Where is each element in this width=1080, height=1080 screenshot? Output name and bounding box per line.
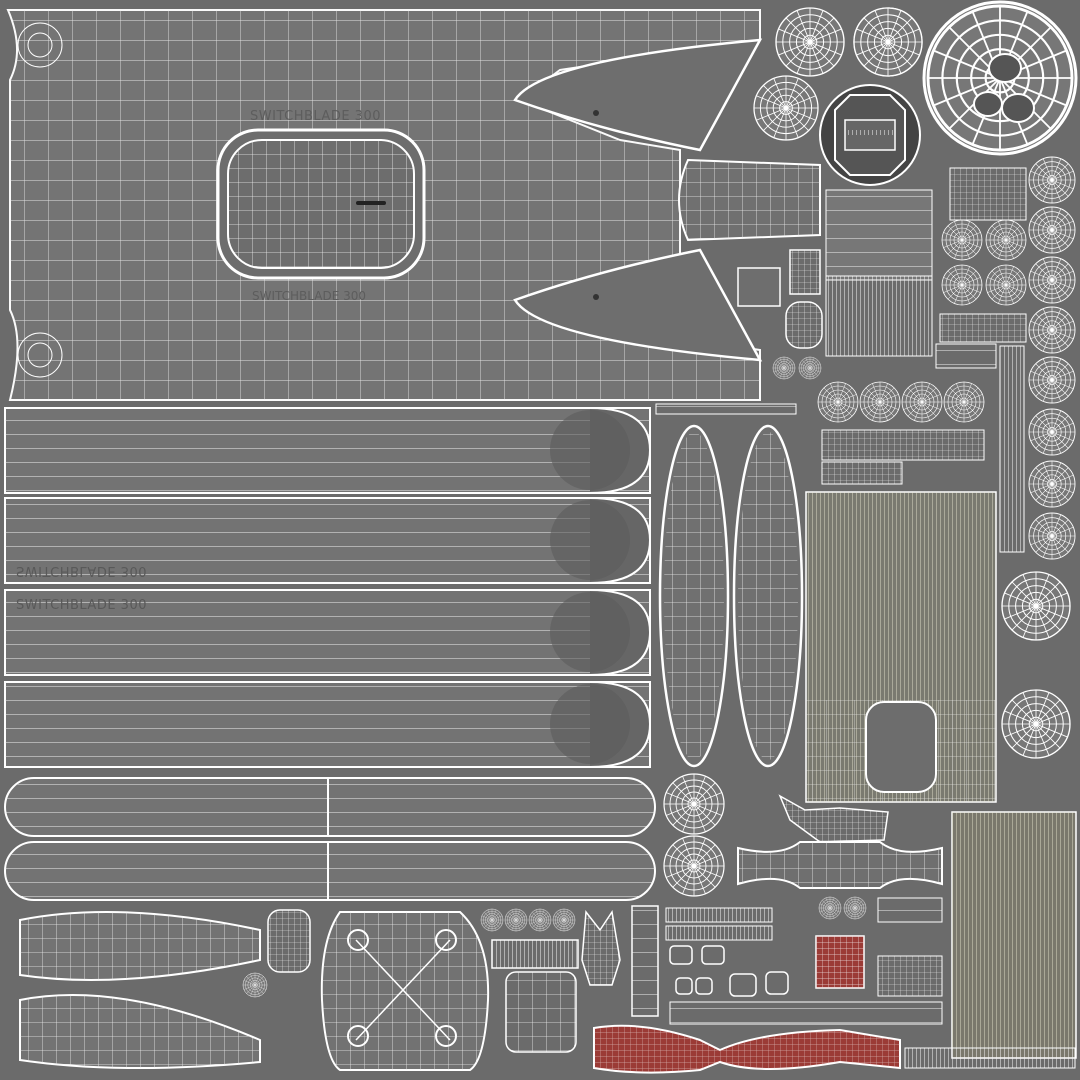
switchblade-label: SWITCHBLADE 300 xyxy=(16,598,147,613)
top-right-discs xyxy=(753,0,1078,186)
wing-panel-1 xyxy=(4,407,652,494)
wing-panel-2 xyxy=(4,497,652,584)
gear-disc xyxy=(819,84,921,186)
wing-panel-4 xyxy=(4,681,652,768)
misc-small-parts xyxy=(737,249,823,349)
fin-ellipses xyxy=(658,424,804,768)
fuselage-shell-island xyxy=(6,9,763,401)
striped-strips xyxy=(655,167,1027,553)
tiny-squares xyxy=(669,945,789,997)
right-tall-panel xyxy=(951,811,1077,1059)
right-column-discs xyxy=(1001,156,1076,759)
switchblade-label-mirrored: SWITCHBLADE 300 xyxy=(16,563,147,578)
seat-panel xyxy=(320,911,490,1071)
faint-label-top: SWITCHBLADE 300 xyxy=(250,109,381,124)
faint-label-mid: SWITCHBLADE 300 xyxy=(252,289,366,303)
bottom-middle-parts xyxy=(491,897,1076,1069)
wing-panels-group xyxy=(4,407,652,768)
red-accent-parts xyxy=(593,935,901,1074)
large-disc xyxy=(922,0,1078,156)
nose-cap-island xyxy=(678,158,821,242)
tail-panels-group xyxy=(4,777,656,901)
wing-panel-3 xyxy=(4,589,652,676)
cockpit-panel xyxy=(805,491,997,803)
wavy-strip xyxy=(737,794,943,889)
pod-pieces xyxy=(19,909,311,1070)
